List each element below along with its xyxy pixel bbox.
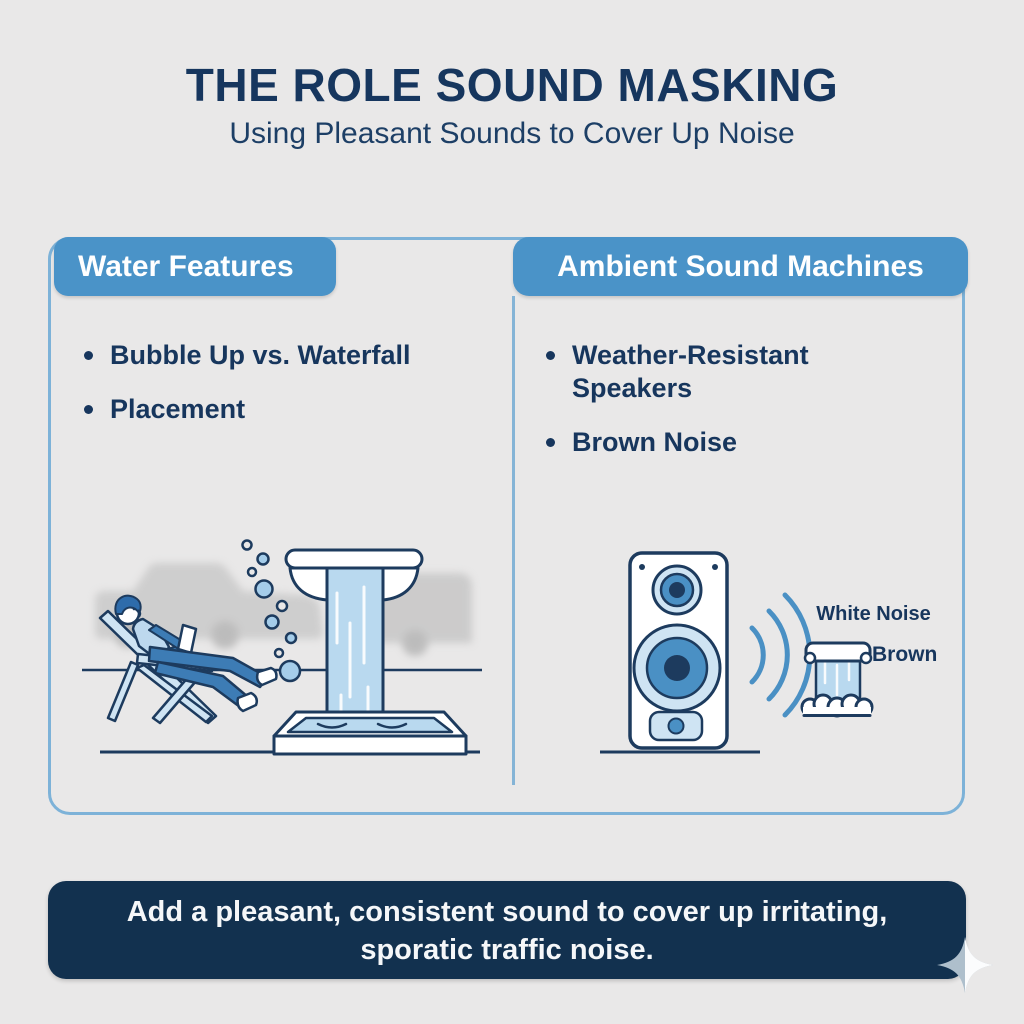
right-panel-title: Ambient Sound Machines <box>557 250 924 283</box>
bullet-dot-icon <box>546 351 555 360</box>
page-subtitle: Using Pleasant Sounds to Cover Up Noise <box>229 117 795 150</box>
white-noise-label: White Noise <box>816 603 931 625</box>
panels-frame <box>48 237 965 815</box>
footer-line-2: sporatic traffic noise. <box>360 934 654 966</box>
bullet-label: Weather-Resistant Speakers <box>572 340 809 403</box>
footer-line-1: Add a pleasant, consistent sound to cove… <box>126 896 888 928</box>
speaker-icon <box>628 551 729 750</box>
fountain-basin <box>272 710 468 756</box>
sound-machine-illustration <box>600 551 874 754</box>
list-item: Brown Noise <box>546 426 856 459</box>
right-panel-header: Ambient Sound Machines <box>513 237 968 296</box>
page-title: THE ROLE SOUND MASKING <box>185 59 839 111</box>
left-panel-title: Water Features <box>78 250 294 283</box>
sparkle-icon <box>937 937 993 993</box>
bullet-dot-icon <box>84 405 93 414</box>
list-item: Placement <box>84 393 484 426</box>
bullet-label: Brown Noise <box>572 427 738 457</box>
bullet-label: Placement <box>110 394 246 424</box>
fountain-icon <box>284 548 424 729</box>
water-feature-illustration <box>82 539 482 756</box>
brown-noise-label: Brown <box>872 643 938 666</box>
left-panel-header: Water Features <box>54 237 336 296</box>
waterfall-icon <box>800 641 874 718</box>
bullet-dot-icon <box>84 351 93 360</box>
bullet-dot-icon <box>546 438 555 447</box>
list-item: Weather-Resistant Speakers <box>546 339 856 405</box>
footer-banner: Add a pleasant, consistent sound to cove… <box>48 881 966 979</box>
panel-divider <box>512 296 515 785</box>
right-panel-bullet-list: Weather-Resistant Speakers Brown Noise <box>546 339 856 459</box>
list-item: Bubble Up vs. Waterfall <box>84 339 484 372</box>
bullet-label: Bubble Up vs. Waterfall <box>110 340 411 370</box>
lounging-person-icon <box>114 594 278 713</box>
sound-waves-icon <box>749 592 813 718</box>
left-panel-bullet-list: Bubble Up vs. Waterfall Placement <box>84 339 484 426</box>
bubbles-icon <box>241 539 302 683</box>
